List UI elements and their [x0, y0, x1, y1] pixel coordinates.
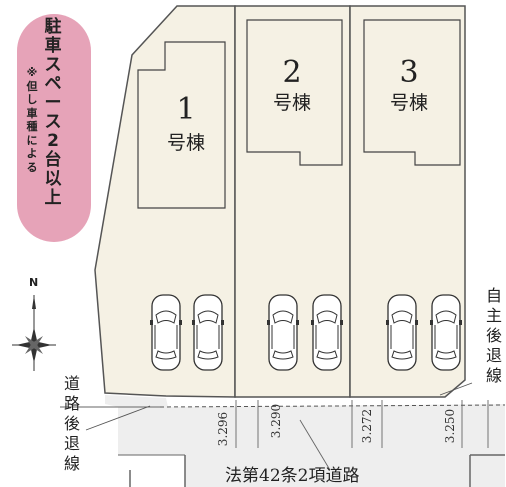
compass-north-label: N [29, 276, 39, 289]
building-1-label: 号棟 [166, 132, 205, 154]
dimension-label: 3.272 [360, 408, 374, 444]
car-icon [386, 294, 418, 371]
building-2-label: 号棟 [272, 92, 311, 114]
road-area [105, 395, 505, 487]
voluntary-setback-label: 自主後退線 [485, 286, 502, 385]
building-3-footprint [363, 19, 461, 166]
dimension-label: 3.250 [443, 408, 457, 444]
leader-line [439, 382, 473, 396]
building-3-label: 号棟 [389, 92, 428, 114]
road-name: 法第42条2項道路 [225, 466, 360, 486]
car-icon [430, 294, 462, 371]
parking-note-badge [17, 14, 91, 242]
car-icon [311, 294, 343, 371]
building-2-footprint [246, 19, 343, 166]
parking-note-main: 駐車スペース2台以上 [44, 17, 62, 208]
car-icon [267, 294, 299, 371]
road-setback-label: 道路後退線 [63, 374, 80, 473]
dimension-label: 3.290 [269, 403, 283, 439]
dimension-lines [235, 400, 489, 471]
building-2-number: 2 [282, 55, 302, 90]
car-icon [150, 294, 182, 371]
compass-rose-icon [12, 295, 56, 371]
car-icon [192, 294, 224, 371]
building-3-number: 3 [399, 55, 419, 90]
building-1-number: 1 [176, 92, 196, 127]
leader-line [85, 405, 151, 431]
building-1-footprint [137, 41, 226, 209]
parking-note-sub: ※但し車種による [26, 66, 38, 174]
setback-dashed-line [159, 404, 506, 408]
dimension-label: 3.296 [216, 411, 230, 447]
